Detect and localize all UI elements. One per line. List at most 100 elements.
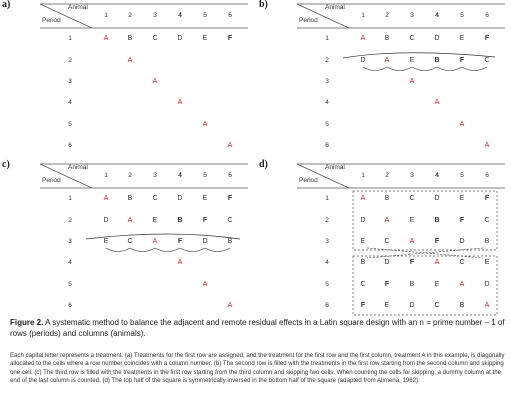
column-number: 1	[361, 12, 365, 19]
bottom-half-box	[352, 255, 498, 316]
skip-arc	[179, 247, 206, 252]
skip-arc	[386, 66, 413, 71]
row-number: 5	[325, 281, 329, 288]
header-diagonal-line	[39, 163, 93, 189]
treatment-cell: E	[202, 195, 208, 202]
skip-arc	[129, 247, 156, 252]
treatment-cell: F	[459, 217, 465, 224]
column-number: 4	[178, 12, 182, 19]
treatment-cell: D	[360, 57, 366, 64]
row-number: 6	[325, 302, 329, 309]
mirror-arrow	[366, 247, 484, 259]
column-number: 5	[203, 12, 207, 19]
treatment-cell: A	[127, 57, 133, 64]
column-number: 4	[435, 172, 439, 179]
treatment-cell: C	[360, 281, 366, 288]
treatment-cell: A	[484, 142, 490, 149]
row-number: 1	[68, 195, 72, 202]
row-number: 4	[68, 259, 72, 266]
treatment-cell: D	[202, 238, 208, 245]
treatment-cell: A	[227, 142, 233, 149]
treatment-cell: A	[152, 238, 158, 245]
treatment-cell: A	[409, 238, 415, 245]
treatment-cell: D	[409, 302, 415, 309]
panel-label: b)	[259, 0, 268, 10]
treatment-cell: E	[409, 217, 415, 224]
row-number: 3	[325, 238, 329, 245]
column-number: 4	[178, 172, 182, 179]
treatment-cell: C	[152, 35, 158, 42]
treatment-cell: D	[434, 35, 440, 42]
column-number: 2	[128, 12, 132, 19]
treatment-cell: A	[202, 121, 208, 128]
treatment-cell: D	[103, 217, 109, 224]
animal-header-label: Animal	[68, 164, 88, 171]
column-number: 1	[104, 172, 108, 179]
column-number: 3	[153, 172, 157, 179]
column-number: 6	[228, 172, 232, 179]
row-number: 6	[68, 142, 72, 149]
row-number: 3	[325, 78, 329, 85]
treatment-cell: D	[459, 238, 465, 245]
treatment-cell: B	[360, 259, 366, 266]
treatment-cell: C	[152, 195, 158, 202]
skip-arc-top	[342, 52, 496, 59]
treatment-cell: B	[177, 217, 183, 224]
treatment-cell: C	[127, 238, 133, 245]
figure-caption-text: A systematic method to balance the adjac…	[10, 318, 505, 338]
row-number: 6	[68, 302, 72, 309]
row-number: 3	[68, 238, 72, 245]
column-number: 6	[228, 12, 232, 19]
panel-label: a)	[2, 0, 11, 10]
treatment-cell: F	[484, 35, 490, 42]
treatment-cell: A	[384, 57, 390, 64]
treatment-cell: F	[360, 302, 366, 309]
treatment-cell: A	[177, 259, 183, 266]
treatment-cell: E	[202, 35, 208, 42]
skip-arc-top	[85, 233, 241, 240]
column-number: 5	[203, 172, 207, 179]
treatment-cell: D	[384, 259, 390, 266]
treatment-cell: E	[103, 238, 109, 245]
row-number: 3	[68, 78, 72, 85]
treatment-cell: E	[384, 302, 390, 309]
treatment-cell: E	[360, 238, 366, 245]
row-number: 1	[325, 35, 329, 42]
treatment-cell: B	[127, 35, 133, 42]
panel-lines	[296, 3, 505, 71]
row-number: 1	[68, 35, 72, 42]
treatment-cell: B	[384, 195, 390, 202]
treatment-cell: B	[227, 238, 233, 245]
period-header-label: Period	[42, 177, 61, 184]
period-header-label: Period	[299, 177, 318, 184]
row-number: 2	[68, 217, 72, 224]
column-number: 3	[410, 12, 414, 19]
treatment-cell: D	[484, 281, 490, 288]
treatment-cell: A	[459, 121, 465, 128]
column-number: 3	[410, 172, 414, 179]
animal-header-label: Animal	[68, 4, 88, 11]
treatment-cell: A	[127, 217, 133, 224]
treatment-cell: B	[127, 195, 133, 202]
treatment-cell: E	[409, 57, 415, 64]
treatment-cell: B	[459, 302, 465, 309]
row-number: 2	[325, 57, 329, 64]
row-number: 1	[325, 195, 329, 202]
column-number: 2	[385, 172, 389, 179]
row-number: 6	[325, 142, 329, 149]
treatment-cell: A	[434, 99, 440, 106]
treatment-cell: F	[484, 195, 490, 202]
treatment-cell: D	[434, 195, 440, 202]
treatment-cell: E	[484, 259, 490, 266]
treatment-cell: B	[484, 238, 490, 245]
skip-arc	[204, 247, 231, 252]
skip-arc	[461, 66, 488, 71]
treatment-cell: F	[177, 238, 183, 245]
row-number: 5	[68, 281, 72, 288]
column-number: 3	[153, 12, 157, 19]
panel-lines	[39, 163, 248, 252]
treatment-cell: A	[177, 99, 183, 106]
treatment-cell: A	[434, 259, 440, 266]
period-header-label: Period	[42, 17, 61, 24]
